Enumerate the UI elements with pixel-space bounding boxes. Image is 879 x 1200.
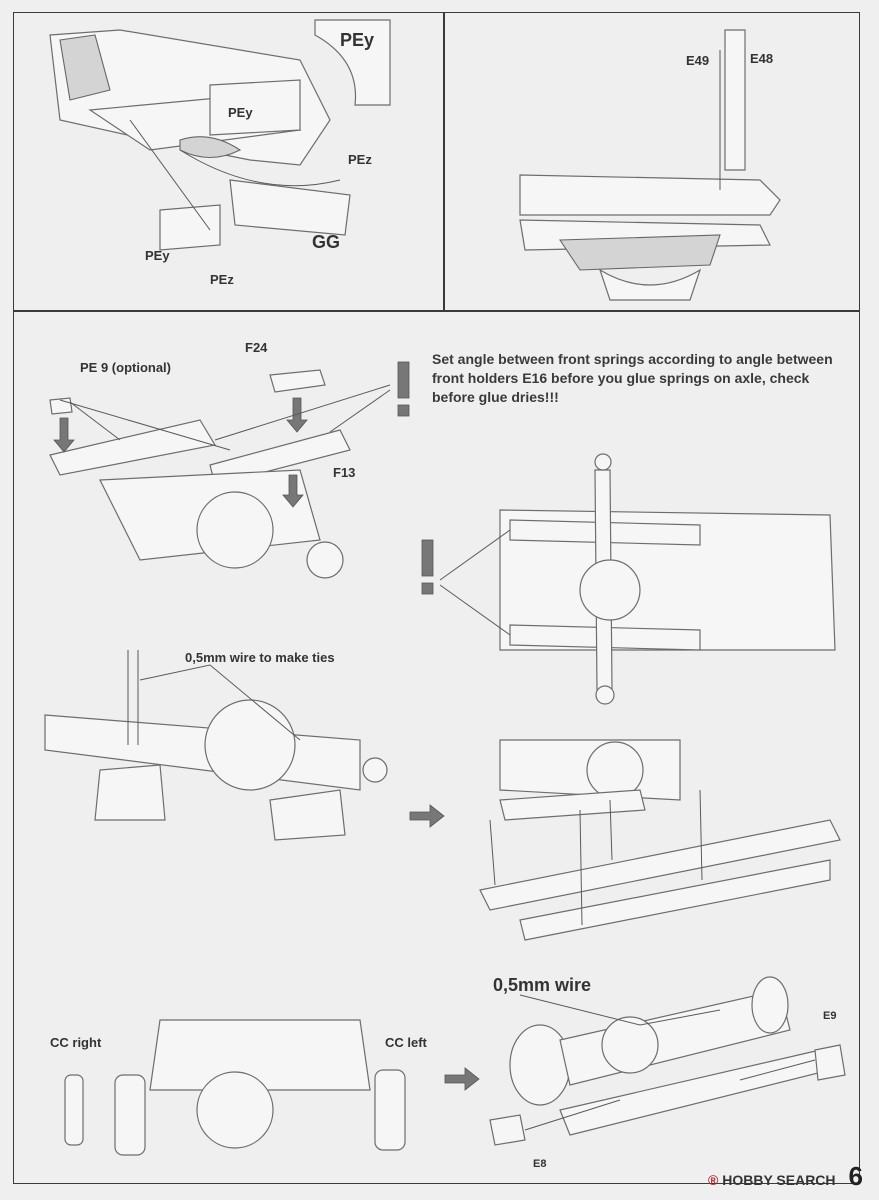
drawing-rear-frame-detail — [49, 19, 391, 251]
label-e48: E48 — [750, 51, 774, 66]
step-panel-top-left — [13, 12, 445, 312]
page-number: 6 — [848, 1161, 863, 1191]
watermark-text: HOBBY SEARCH — [722, 1172, 836, 1188]
drawing-rear-axle-assembled — [489, 976, 846, 1146]
label-e49: E49 — [686, 53, 710, 68]
drawing-chassis-side — [519, 29, 781, 301]
warning-note: Set angle between front springs accordin… — [432, 351, 833, 405]
watermark: ® HOBBY SEARCH — [708, 1172, 836, 1188]
label-e9: E9 — [823, 1010, 837, 1022]
label-wire-ties: 0,5mm wire to make ties — [185, 650, 335, 665]
drawing-rear-axle-ties — [44, 650, 445, 841]
label-pey-box: PEy — [340, 30, 375, 50]
step-panel-top-right — [443, 12, 860, 312]
label-pez-2: PEz — [210, 272, 234, 287]
label-f13: F13 — [333, 465, 356, 480]
label-pey-1: PEy — [228, 105, 253, 120]
drawing-rear-axle-view — [64, 1019, 480, 1156]
drawing-front-axle-springs — [49, 361, 410, 579]
label-pey-2: PEy — [145, 248, 170, 263]
drawing-frame-top-view — [421, 453, 836, 705]
watermark-symbol: ® — [708, 1172, 719, 1188]
drawing-rear-frame-assembly — [479, 739, 841, 941]
step-panel-main — [13, 310, 860, 1184]
label-e8: E8 — [533, 1158, 547, 1170]
label-cc-right: CC right — [50, 1035, 102, 1050]
label-gg: GG — [312, 232, 341, 252]
label-f24: F24 — [245, 340, 268, 355]
label-cc-left: CC left — [385, 1035, 427, 1050]
label-wire: 0,5mm wire — [493, 975, 592, 995]
label-pe9: PE 9 (optional) — [80, 360, 171, 375]
label-pez-1: PEz — [348, 152, 372, 167]
